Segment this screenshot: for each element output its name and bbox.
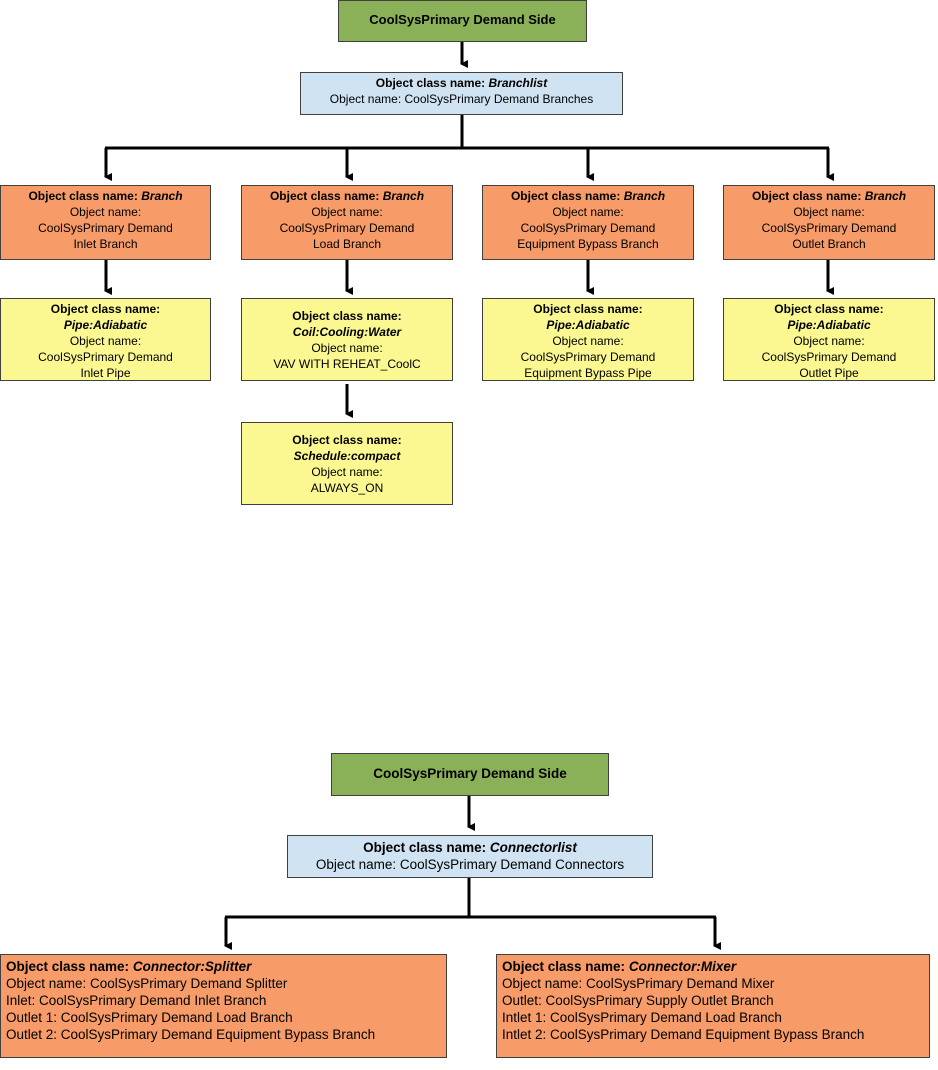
object-line: Object name: CoolSysPrimary Demand Mixer bbox=[502, 976, 775, 991]
object-line: Outlet: CoolSysPrimary Supply Outlet Bra… bbox=[502, 993, 774, 1008]
class-name: Connector:Mixer bbox=[628, 959, 737, 974]
class-prefix: Object class name: bbox=[50, 302, 161, 316]
class-name: Branch bbox=[864, 189, 907, 203]
object-line: VAV WITH REHEAT_CoolC bbox=[273, 357, 421, 371]
class-prefix: Object class name: bbox=[510, 189, 621, 203]
class-prefix: Object class name: bbox=[292, 433, 402, 447]
class-prefix: Object class name: bbox=[292, 309, 402, 323]
object-line: Object name: bbox=[311, 205, 383, 219]
object-line: Object name: bbox=[311, 465, 383, 479]
class-prefix: Object class name: bbox=[363, 840, 487, 855]
object-line: Outlet 1: CoolSysPrimary Demand Load Bra… bbox=[6, 1010, 293, 1025]
object-line: Object name: CoolSysPrimary Demand Conne… bbox=[315, 857, 625, 872]
class-name: Schedule:compact bbox=[293, 449, 401, 463]
component-node-outlet-pipe: Object class name: Pipe:Adiabatic Object… bbox=[723, 298, 935, 381]
object-line: Object name: bbox=[552, 334, 624, 348]
class-name: Coil:Cooling:Water bbox=[292, 325, 402, 339]
object-line: Intlet 1: CoolSysPrimary Demand Load Bra… bbox=[502, 1010, 782, 1025]
top-root-label: CoolSysPrimary Demand Side bbox=[369, 12, 556, 27]
class-prefix: Object class name: bbox=[269, 189, 380, 203]
bottom-root-node: CoolSysPrimary Demand Side bbox=[331, 753, 609, 796]
object-line: Equipment Bypass Pipe bbox=[524, 366, 652, 380]
object-line: Object name: bbox=[552, 205, 624, 219]
class-prefix: Object class name: bbox=[28, 189, 138, 203]
object-line: CoolSysPrimary Demand bbox=[520, 221, 656, 235]
class-prefix: Object class name: bbox=[6, 959, 130, 974]
object-line: Object name: bbox=[69, 334, 142, 348]
top-root-node: CoolSysPrimary Demand Side bbox=[338, 0, 587, 42]
component-node-coil: Object class name: Coil:Cooling:Water Ob… bbox=[241, 298, 453, 381]
class-name: Branch bbox=[623, 189, 666, 203]
branch-node-load: Object class name: Branch Object name: C… bbox=[241, 185, 453, 260]
component-node-bypass-pipe: Object class name: Pipe:Adiabatic Object… bbox=[482, 298, 694, 381]
object-line: CoolSysPrimary Demand bbox=[520, 350, 656, 364]
object-line: Inlet Branch bbox=[73, 237, 138, 251]
object-line: CoolSysPrimary Demand bbox=[761, 350, 897, 364]
class-prefix: Object class name: bbox=[375, 76, 486, 90]
class-name: Branchlist bbox=[488, 76, 548, 90]
top-branchlist-node: Object class name: Branchlist Object nam… bbox=[300, 72, 623, 115]
object-line: Outlet Branch bbox=[792, 237, 866, 251]
object-line: CoolSysPrimary Demand bbox=[279, 221, 415, 235]
object-line: Object name: bbox=[311, 341, 383, 355]
object-line: Outlet 2: CoolSysPrimary Demand Equipmen… bbox=[6, 1027, 376, 1042]
class-prefix: Object class name: bbox=[502, 959, 626, 974]
branch-node-bypass: Object class name: Branch Object name: C… bbox=[482, 185, 694, 260]
splitter-node: Object class name: Connector:Splitter Ob… bbox=[0, 954, 447, 1058]
object-line: Object name: bbox=[69, 205, 142, 219]
bottom-root-label: CoolSysPrimary Demand Side bbox=[373, 766, 567, 781]
class-prefix: Object class name: bbox=[751, 189, 862, 203]
branch-node-inlet: Object class name: Branch Object name: C… bbox=[0, 185, 211, 260]
object-line: ALWAYS_ON bbox=[310, 481, 384, 495]
object-line: Object name: bbox=[793, 334, 865, 348]
object-line: CoolSysPrimary Demand bbox=[38, 221, 173, 235]
object-line: Object name: CoolSysPrimary Demand Split… bbox=[6, 976, 288, 991]
schedule-node: Object class name: Schedule:compact Obje… bbox=[241, 422, 453, 505]
class-name: Branch bbox=[141, 189, 183, 203]
class-name: Connector:Splitter bbox=[132, 959, 252, 974]
object-line: Object name: bbox=[793, 205, 865, 219]
class-prefix: Object class name: bbox=[774, 302, 884, 316]
class-prefix: Object class name: bbox=[533, 302, 643, 316]
class-name: Branch bbox=[382, 189, 425, 203]
mixer-node: Object class name: Connector:Mixer Objec… bbox=[496, 954, 930, 1058]
object-line: Inlet: CoolSysPrimary Demand Inlet Branc… bbox=[6, 993, 267, 1008]
class-name: Pipe:Adiabatic bbox=[546, 318, 630, 332]
object-line: Object name: CoolSysPrimary Demand Branc… bbox=[329, 92, 594, 106]
component-node-inlet-pipe: Object class name: Pipe:Adiabatic Object… bbox=[0, 298, 211, 381]
object-line: Equipment Bypass Branch bbox=[517, 237, 659, 251]
class-name: Connectorlist bbox=[489, 840, 577, 855]
object-line: Outlet Pipe bbox=[799, 366, 859, 380]
branch-node-outlet: Object class name: Branch Object name: C… bbox=[723, 185, 935, 260]
object-line: Load Branch bbox=[312, 237, 382, 251]
object-line: Inlet Pipe bbox=[80, 366, 131, 380]
object-line: CoolSysPrimary Demand bbox=[38, 350, 173, 364]
object-line: CoolSysPrimary Demand bbox=[761, 221, 897, 235]
object-line: Intlet 2: CoolSysPrimary Demand Equipmen… bbox=[502, 1027, 865, 1042]
bottom-connectorlist-node: Object class name: Connectorlist Object … bbox=[287, 835, 653, 878]
class-name: Pipe:Adiabatic bbox=[787, 318, 871, 332]
class-name: Pipe:Adiabatic bbox=[63, 318, 148, 332]
